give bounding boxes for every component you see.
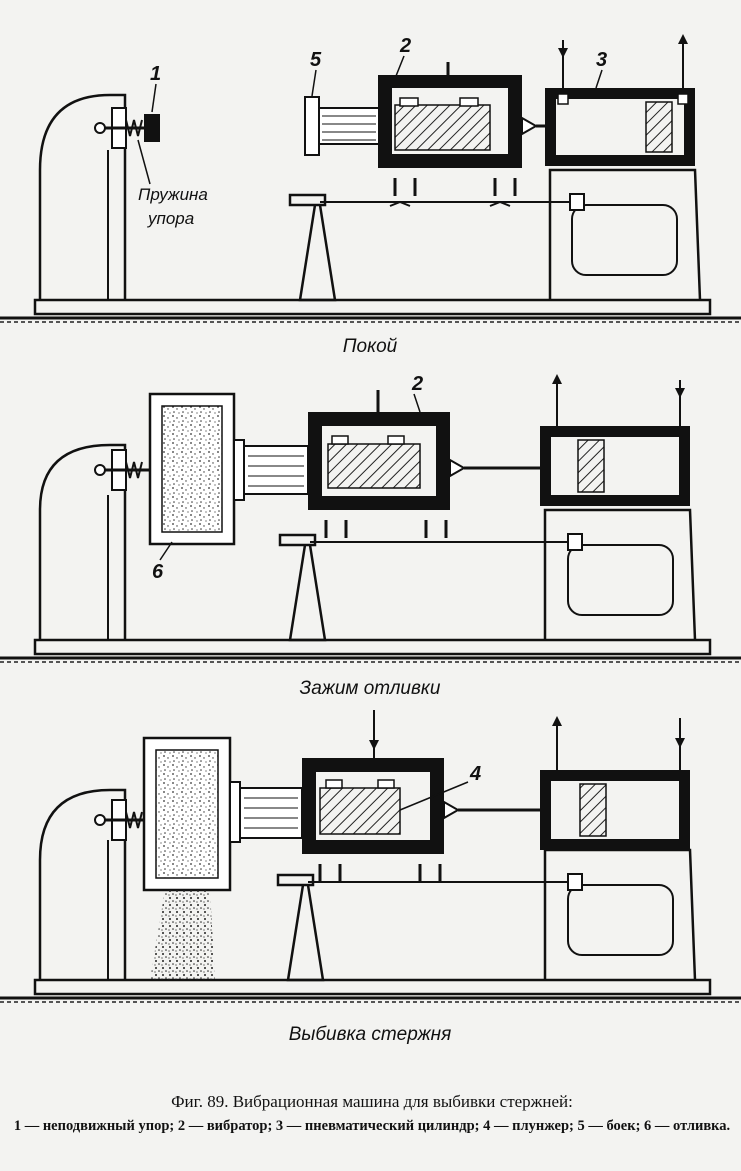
middle-support	[288, 193, 337, 302]
stop-stand	[38, 443, 127, 640]
diagram-rest: 1 Пружина упора 5 2	[0, 34, 741, 357]
label-5: 5	[310, 49, 322, 71]
diagram-clamp: 6 2 Зажим отливки	[0, 373, 741, 699]
fixed-stop	[94, 449, 150, 491]
state-label-rest: Покой	[343, 336, 398, 357]
stop-stand	[38, 93, 127, 300]
middle-support	[278, 533, 327, 642]
base-plate	[33, 298, 712, 316]
label-2: 2	[411, 373, 423, 395]
striker	[243, 445, 309, 495]
state-label-clamp: Зажим отливки	[300, 678, 441, 699]
stop-stand	[38, 788, 127, 980]
base-plate	[33, 978, 712, 996]
pneumatic-cylinder	[545, 34, 695, 166]
label-2: 2	[399, 35, 411, 57]
ground	[0, 996, 741, 1003]
label-1: 1	[150, 63, 161, 85]
caption-legend: 1 — неподвижный упор; 2 — вибратор; 3 — …	[13, 1118, 731, 1134]
fixed-stop	[94, 107, 160, 149]
vibrator	[378, 62, 539, 207]
panel-knockout: 4 Выбивка стержня	[0, 700, 741, 1060]
middle-support	[276, 873, 325, 982]
vibrator	[308, 390, 467, 538]
right-frame	[543, 508, 697, 641]
state-label-knockout: Выбивка стержня	[289, 1024, 452, 1045]
base-plate	[33, 638, 712, 656]
falling-core-sand	[150, 890, 215, 980]
casting	[142, 736, 241, 892]
pneumatic-cylinder	[540, 716, 690, 850]
label-3: 3	[596, 49, 607, 71]
spring-label-line1: Пружина	[138, 185, 208, 204]
label-6: 6	[152, 561, 164, 583]
vibrator	[302, 710, 461, 882]
caption-title: Фиг. 89. Вибрационная машина для выбивки…	[171, 1092, 573, 1111]
panel-rest: 1 Пружина упора 5 2	[0, 0, 741, 360]
pneumatic-cylinder	[540, 374, 690, 506]
diagram-knockout: 4 Выбивка стержня	[0, 710, 741, 1045]
ground	[0, 656, 741, 663]
fixed-stop	[94, 799, 150, 841]
striker	[239, 787, 303, 839]
figure-caption: Фиг. 89. Вибрационная машина для выбивки…	[12, 1092, 732, 1137]
casting	[148, 392, 245, 546]
striker	[304, 96, 380, 156]
right-frame	[548, 168, 702, 301]
label-4: 4	[469, 763, 481, 785]
panel-clamp: 6 2 Зажим отливки	[0, 360, 741, 700]
spring-label-line2: упора	[147, 209, 194, 228]
ground	[0, 316, 741, 323]
